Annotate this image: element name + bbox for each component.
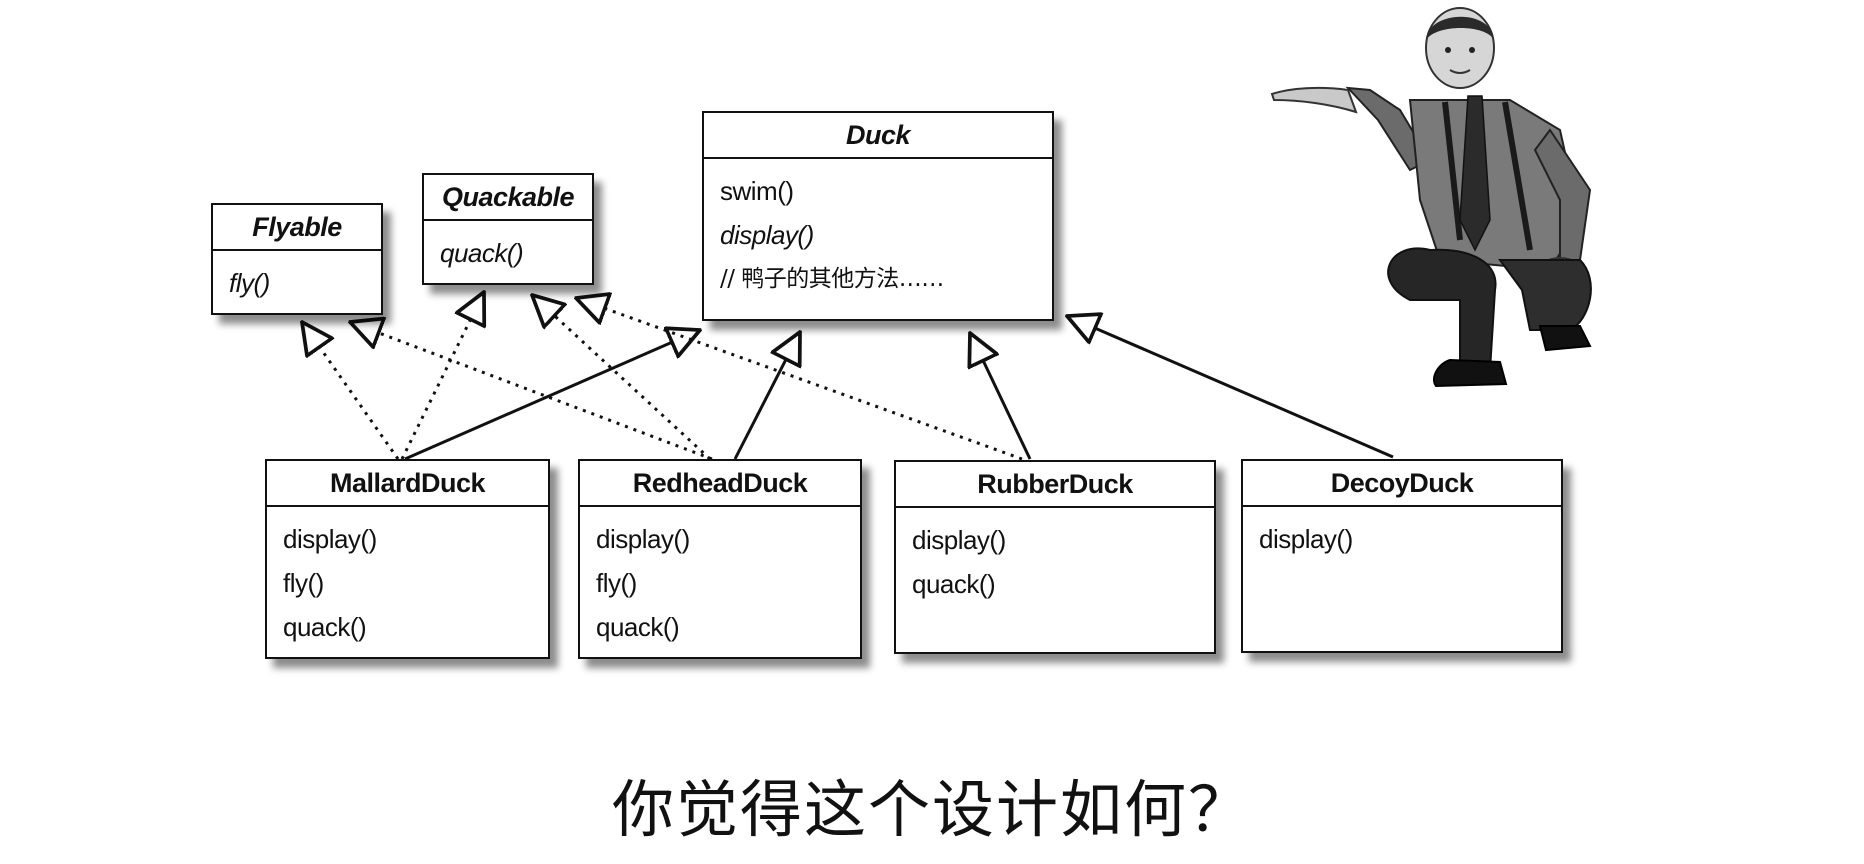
redhead-implements-flyable (350, 322, 713, 461)
method: quack() (596, 612, 680, 642)
method: fly() (596, 568, 637, 598)
class-name: Duck (704, 113, 1052, 159)
method: display() (1259, 524, 1353, 554)
presenter-figure-icon (1270, 7, 1592, 388)
method: swim() (720, 176, 794, 206)
class-duck: Duck swim() display() // 鸭子的其他方法…… (702, 111, 1054, 321)
method: quack() (440, 238, 524, 268)
interface-quackable: Quackable quack() (422, 173, 594, 285)
class-name: DecoyDuck (1243, 461, 1561, 507)
mallard-implements-flyable (302, 322, 400, 460)
class-name: Flyable (213, 205, 381, 251)
rubber-implements-quackable (576, 298, 1023, 461)
class-name: RedheadDuck (580, 461, 860, 507)
comment: // 鸭子的其他方法…… (720, 266, 944, 292)
method: display() (720, 220, 814, 250)
interface-flyable: Flyable fly() (211, 203, 383, 315)
method: display() (283, 524, 377, 554)
class-decoy-duck: DecoyDuck display() (1241, 459, 1563, 653)
mallard-implements-quackable (400, 292, 484, 460)
class-rubber-duck: RubberDuck display() quack() (894, 460, 1216, 654)
redhead-implements-quackable (532, 295, 712, 461)
class-name: Quackable (424, 175, 592, 221)
method: display() (596, 524, 690, 554)
rubber-extends-duck (970, 333, 1032, 460)
caption: 你觉得这个设计如何？ (611, 773, 1252, 846)
decoy-extends-duck (1067, 316, 1394, 459)
method: quack() (283, 612, 367, 642)
class-name: RubberDuck (896, 462, 1214, 508)
mallard-extends-duck (404, 330, 700, 461)
class-redhead-duck: RedheadDuck display() fly() quack() (578, 459, 862, 659)
class-name: MallardDuck (267, 461, 548, 507)
method: fly() (229, 268, 270, 298)
redhead-extends-duck (733, 332, 800, 460)
method: fly() (283, 568, 324, 598)
method: display() (912, 525, 1006, 555)
method: quack() (912, 569, 996, 599)
class-mallard-duck: MallardDuck display() fly() quack() (265, 459, 550, 659)
